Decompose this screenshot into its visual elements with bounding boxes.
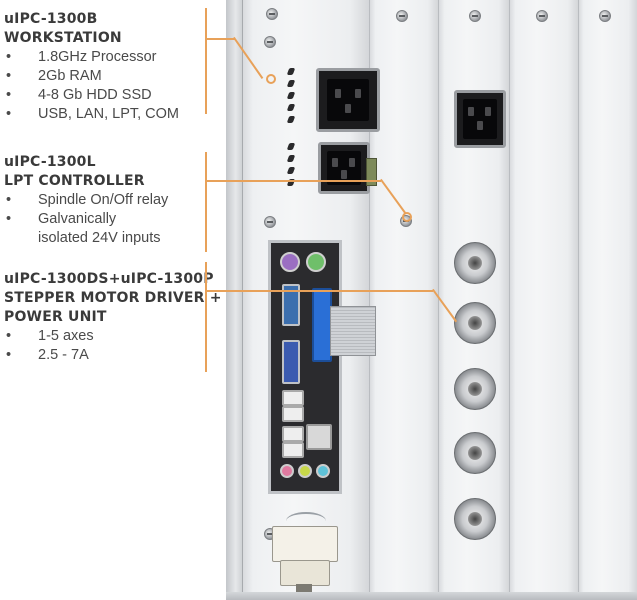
screw: [536, 10, 548, 22]
guide-line-driver-vertical: [205, 262, 207, 372]
screw: [264, 36, 276, 48]
power-outlet-socket: [318, 142, 370, 194]
guide-line-lpt-vertical: [205, 152, 207, 252]
workstation-spec-list: 1.8GHz Processor 2Gb RAM 4-8 Gb HDD SSD …: [4, 48, 179, 124]
motor-connector: [454, 302, 496, 344]
lpt-controller-spec-block: uIPC-1300L LPT CONTROLLER Spindle On/Off…: [4, 153, 168, 248]
workstation-spec-block: uIPC-1300B WORKSTATION 1.8GHz Processor …: [4, 10, 179, 124]
workstation-subtitle: WORKSTATION: [4, 30, 122, 46]
screw: [396, 10, 408, 22]
lpt-port: [312, 288, 332, 362]
screw: [264, 216, 276, 228]
spec-item: 2Gb RAM: [4, 67, 179, 86]
guide-line-workstation-vertical: [205, 8, 207, 114]
terminal-plug: [280, 560, 330, 586]
guide-line-lpt-horizontal: [205, 180, 381, 182]
enclosure-side-edge: [226, 0, 243, 600]
spec-item: 1-5 axes: [4, 327, 222, 346]
controller-enclosure-image: [226, 0, 637, 600]
audio-jack-pink: [280, 464, 294, 478]
panel-lpt-controller: [370, 0, 439, 600]
spec-item-continuation: isolated 24V inputs: [38, 230, 161, 246]
motherboard-io-plate: [268, 240, 342, 494]
guide-dot: [402, 212, 412, 222]
panel-driver-2: [510, 0, 579, 600]
usb-port: [282, 442, 304, 458]
terminal-wires: [286, 512, 326, 530]
spec-item: 4-8 Gb HDD SSD: [4, 86, 179, 105]
stepper-driver-spec-list: 1-5 axes 2.5 - 7A: [4, 327, 222, 365]
power-unit-subtitle: POWER UNIT: [4, 309, 107, 325]
audio-jack-lime: [298, 464, 312, 478]
spec-item: 2.5 - 7A: [4, 346, 222, 365]
stepper-driver-spec-block: uIPC-1300DS+uIPC-1300P STEPPER MOTOR DRI…: [4, 270, 222, 365]
spec-item: Spindle On/Off relay: [4, 191, 168, 210]
screw: [469, 10, 481, 22]
driver-power-socket: [454, 90, 506, 148]
guide-line-driver-horizontal: [205, 290, 433, 292]
usb-port: [282, 426, 304, 442]
usb-port: [282, 390, 304, 406]
spec-item: USB, LAN, LPT, COM: [4, 105, 179, 124]
usb-port: [282, 406, 304, 422]
ps2-keyboard-port: [306, 252, 326, 272]
vga-port: [282, 340, 300, 384]
lpt-controller-subtitle: LPT CONTROLLER: [4, 173, 145, 189]
stepper-driver-subtitle: STEPPER MOTOR DRIVER +: [4, 290, 222, 306]
lpt-controller-spec-list: Spindle On/Off relay Galvanically isolat…: [4, 191, 168, 248]
enclosure-bottom-edge: [226, 592, 637, 600]
spec-item: 1.8GHz Processor: [4, 48, 179, 67]
screw: [599, 10, 611, 22]
lan-port: [306, 424, 332, 450]
motor-connector: [454, 242, 496, 284]
panel-driver-3: [579, 0, 637, 600]
motor-connector: [454, 368, 496, 410]
ribbon-cable: [330, 306, 376, 356]
lpt-controller-model-title: uIPC-1300L: [4, 154, 96, 170]
stepper-driver-model-title: uIPC-1300DS+uIPC-1300P: [4, 271, 214, 287]
screw: [266, 8, 278, 20]
guide-line-workstation-horizontal: [205, 38, 235, 40]
guide-dot: [266, 74, 276, 84]
ps2-mouse-port: [280, 252, 300, 272]
com-port: [282, 284, 300, 326]
power-inlet-socket: [316, 68, 380, 132]
workstation-model-title: uIPC-1300B: [4, 11, 98, 27]
spec-item: Galvanically: [4, 210, 168, 229]
motor-connector: [454, 432, 496, 474]
audio-jack-cyan: [316, 464, 330, 478]
motor-connector: [454, 498, 496, 540]
terminal-block: [272, 526, 338, 562]
relay-terminal: [366, 158, 377, 186]
